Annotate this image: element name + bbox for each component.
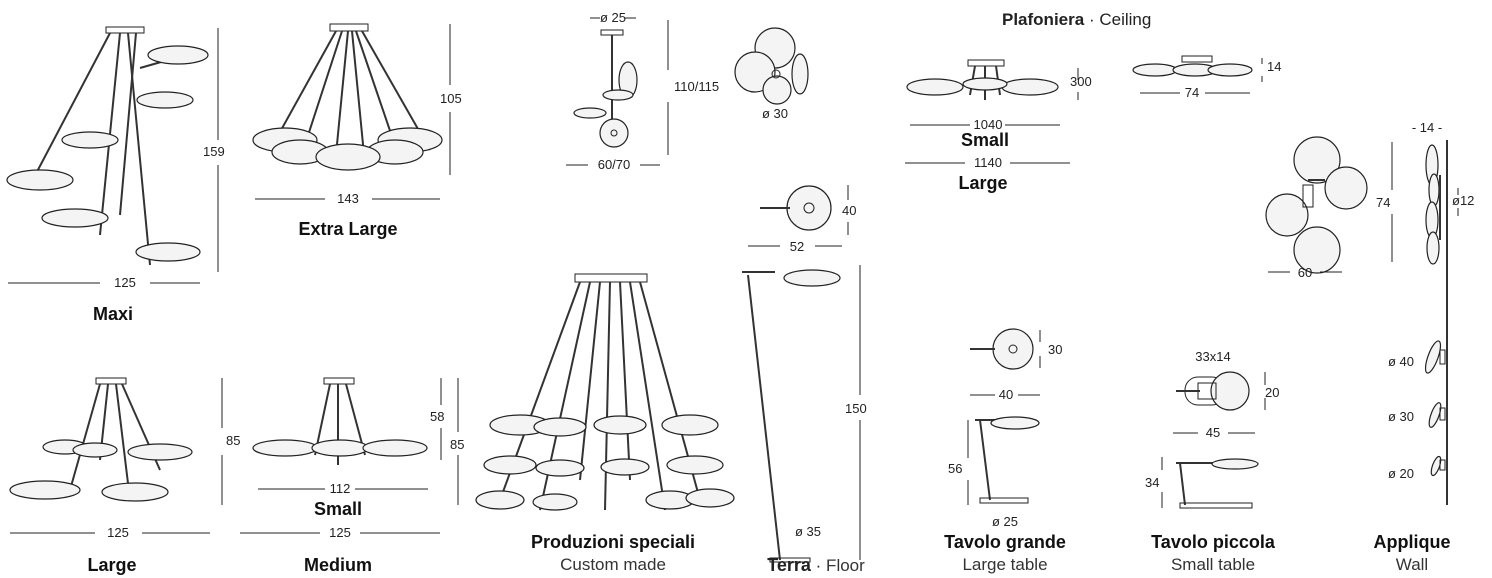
table-small-height: 34 (1145, 475, 1160, 490)
medium-inner-width: 112 (329, 481, 351, 496)
table-large-height: 56 (948, 461, 963, 476)
ceiling-small-width: 1040 (973, 117, 1003, 132)
table-large-head-width: 40 (998, 387, 1014, 402)
section-heading-sep: · (1088, 10, 1095, 29)
ceiling-drawing (905, 55, 1263, 164)
maxi-drawing (6, 26, 219, 284)
pendant-drawing (566, 17, 809, 166)
ceiling-large-width: 1140 (974, 155, 1002, 170)
large-height: 85 (226, 433, 241, 448)
special-subtitle: Custom made (560, 555, 666, 574)
medium-small-title: Small (313, 499, 363, 519)
floor-head-height: 40 (842, 203, 857, 218)
section-heading-rest: Ceiling (1099, 10, 1152, 29)
table-small-subtitle: Small table (1170, 555, 1256, 574)
section-heading-bold: Plafoniera (1002, 10, 1085, 29)
wall-rose-diameter: ø12 (1452, 193, 1475, 208)
wall-depth-value: 14 (1419, 120, 1435, 135)
ceiling-side-height: 14 (1267, 59, 1282, 74)
pendant-height: 110/115 (674, 79, 720, 94)
table-large-drawing (967, 328, 1041, 505)
wall-subtitle: Wall (1395, 555, 1429, 574)
floor-head-width: 52 (789, 239, 805, 254)
wall-height: 74 (1376, 195, 1391, 210)
table-small-head-height: 20 (1265, 385, 1280, 400)
wall-title: Applique (1373, 532, 1451, 552)
table-large-title: Tavolo grande (944, 532, 1066, 552)
wall-diameter-20: ø 20 (1388, 466, 1415, 481)
wall-width: 60 (1297, 265, 1313, 280)
xl-height: 105 (440, 91, 462, 106)
section-heading: Plafoniera · Ceiling (1002, 11, 1151, 28)
floor-height: 150 (845, 401, 867, 416)
ceiling-small-title: Small (960, 130, 1010, 150)
floor-subtitle: Floor (826, 556, 865, 575)
ceiling-large-title: Large (958, 173, 1008, 193)
special-drawing (475, 273, 735, 511)
floor-drawing (742, 185, 861, 563)
table-small-title: Tavolo piccola (1151, 532, 1275, 552)
wall-diameter-30: ø 30 (1388, 409, 1415, 424)
table-small-drawing (1161, 371, 1266, 509)
table-small-head-width: 45 (1205, 425, 1221, 440)
table-small-base-size: 33x14 (1195, 349, 1231, 364)
medium-width: 125 (329, 525, 351, 540)
table-large-subtitle: Large table (962, 555, 1048, 574)
ceiling-side-width: 74 (1184, 85, 1200, 100)
medium-height-1: 58 (430, 409, 445, 424)
pendant-width: 60/70 (597, 157, 631, 172)
large-title: Large (87, 555, 137, 575)
medium-title: Medium (303, 555, 373, 575)
large-width: 125 (107, 525, 129, 540)
large-drawing (9, 377, 223, 534)
wall-diameter-40: ø 40 (1388, 354, 1415, 369)
ceiling-small-height: 300 (1070, 74, 1092, 89)
table-large-base: ø 25 (991, 514, 1019, 529)
wall-drawing (1265, 136, 1459, 505)
wall-depth: - 14 - (1411, 120, 1443, 135)
pendant-plan-diameter: ø 30 (761, 106, 789, 121)
table-large-head-height: 30 (1048, 342, 1063, 357)
maxi-title: Maxi (92, 304, 134, 324)
xl-drawing (252, 23, 451, 200)
floor-base: ø 35 (795, 524, 822, 539)
maxi-height: 159 (203, 144, 225, 159)
floor-title: Terra (767, 555, 811, 575)
pendant-top-diameter: ø 25 (599, 10, 627, 25)
medium-height-2: 85 (450, 437, 465, 452)
floor-heading: Terra · Floor (767, 556, 865, 574)
xl-width: 143 (337, 191, 359, 206)
xl-title: Extra Large (298, 219, 398, 239)
medium-drawing (240, 377, 459, 534)
maxi-width: 125 (114, 275, 136, 290)
floor-sep: · (815, 556, 822, 575)
special-title: Produzioni speciali (530, 532, 696, 552)
